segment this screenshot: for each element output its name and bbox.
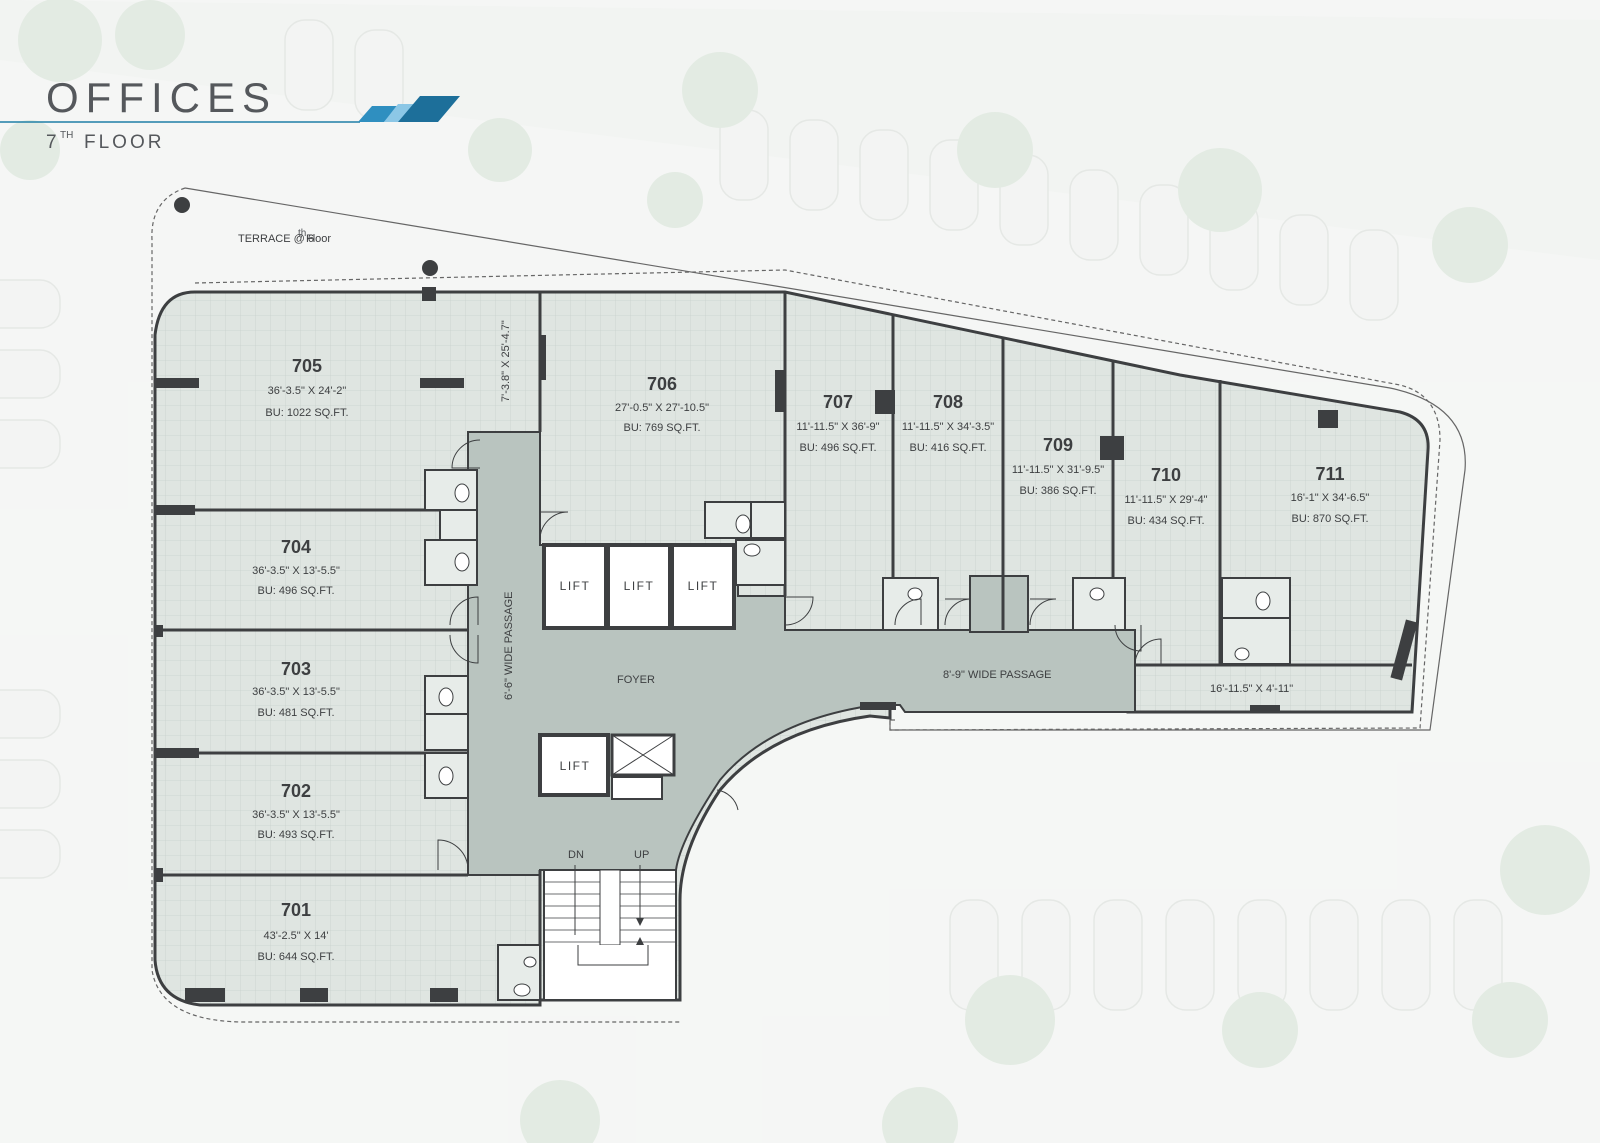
- lift-label-3: LIFT: [688, 579, 719, 593]
- unit-number: 701: [281, 900, 311, 920]
- unit-dimensions: 16'-1" X 34'-6.5": [1291, 492, 1370, 504]
- foyer-label: FOYER: [617, 674, 655, 686]
- unit-area: BU: 496 SQ.FT.: [799, 442, 876, 454]
- unit-area: BU: 496 SQ.FT.: [257, 585, 334, 597]
- staircase: [543, 865, 677, 1001]
- unit-number: 709: [1043, 435, 1073, 455]
- terrace-label: TERRACE @ 6 th Floor: [238, 228, 331, 245]
- unit-710[interactable]: 710 11'-11.5" X 29'-4" BU: 434 SQ.FT.: [1124, 465, 1207, 527]
- title-block: OFFICES 7 TH FLOOR: [0, 74, 460, 153]
- svg-text:th: th: [298, 228, 306, 239]
- vertical-dimension-label: 7'-3.8" X 25'-4.7": [500, 320, 512, 402]
- vertical-passage-label: 6'-6" WIDE PASSAGE: [503, 592, 515, 701]
- unit-area: BU: 481 SQ.FT.: [257, 707, 334, 719]
- floor-suffix: TH: [60, 130, 73, 141]
- unit-area: BU: 434 SQ.FT.: [1127, 515, 1204, 527]
- columns: [155, 287, 1418, 1002]
- horizontal-passage-label: 8'-9" WIDE PASSAGE: [943, 669, 1052, 681]
- stair-up-label: UP: [634, 849, 649, 861]
- title-accent-logo: [358, 96, 460, 122]
- unit-area: BU: 644 SQ.FT.: [257, 951, 334, 963]
- unit-706[interactable]: 706 27'-0.5" X 27'-10.5" BU: 769 SQ.FT.: [615, 374, 709, 434]
- unit-dimensions: 36'-3.5" X 24'-2": [268, 385, 347, 397]
- unit-704[interactable]: 704 36'-3.5" X 13'-5.5" BU: 496 SQ.FT.: [252, 537, 340, 597]
- unit-708[interactable]: 708 11'-11.5" X 34'-3.5" BU: 416 SQ.FT.: [902, 392, 994, 454]
- unit-number: 708: [933, 392, 963, 412]
- unit-number: 703: [281, 659, 311, 679]
- unit-dimensions: 36'-3.5" X 13'-5.5": [252, 809, 340, 821]
- unit-number: 711: [1315, 464, 1344, 484]
- unit-area: BU: 1022 SQ.FT.: [265, 407, 348, 419]
- fixtures: [438, 483, 1271, 997]
- lift-label-1: LIFT: [560, 579, 591, 593]
- unit-dimensions: 36'-3.5" X 13'-5.5": [252, 565, 340, 577]
- lift-label-2: LIFT: [624, 579, 655, 593]
- unit-703[interactable]: 703 36'-3.5" X 13'-5.5" BU: 481 SQ.FT.: [252, 659, 340, 719]
- unit-707[interactable]: 707 11'-11.5" X 36'-9" BU: 496 SQ.FT.: [796, 392, 879, 454]
- extra-room-dimension: 16'-11.5" X 4'-11": [1210, 683, 1293, 695]
- unit-705[interactable]: 705 36'-3.5" X 24'-2" BU: 1022 SQ.FT.: [265, 356, 348, 419]
- unit-area: BU: 416 SQ.FT.: [909, 442, 986, 454]
- unit-711[interactable]: 711 16'-1" X 34'-6.5" BU: 870 SQ.FT.: [1291, 464, 1370, 525]
- terrace-outline: [151, 187, 1466, 1023]
- unit-number: 707: [823, 392, 853, 412]
- unit-number: 704: [281, 537, 311, 557]
- unit-area: BU: 870 SQ.FT.: [1291, 513, 1368, 525]
- unit-dimensions: 11'-11.5" X 36'-9": [796, 421, 879, 433]
- unit-area: BU: 386 SQ.FT.: [1019, 485, 1096, 497]
- svg-text:Floor: Floor: [306, 233, 331, 245]
- unit-area: BU: 769 SQ.FT.: [623, 422, 700, 434]
- unit-dimensions: 43'-2.5" X 14': [264, 930, 329, 942]
- unit-number: 705: [292, 356, 322, 376]
- stair-down-label: DN: [568, 849, 584, 861]
- unit-709[interactable]: 709 11'-11.5" X 31'-9.5" BU: 386 SQ.FT.: [1012, 435, 1104, 497]
- unit-area: BU: 493 SQ.FT.: [257, 829, 334, 841]
- doors: [437, 439, 1162, 871]
- floor-number: 7: [46, 132, 60, 153]
- unit-number: 706: [647, 374, 677, 394]
- unit-dimensions: 27'-0.5" X 27'-10.5": [615, 402, 709, 414]
- lift-label-4: LIFT: [560, 759, 591, 773]
- svg-text:TERRACE @ 6: TERRACE @ 6: [238, 233, 314, 245]
- lift-labels: LIFT LIFT LIFT LIFT: [560, 579, 719, 773]
- unit-dimensions: 11'-11.5" X 29'-4": [1124, 494, 1207, 506]
- lift-cores: [538, 543, 736, 800]
- floor-word: FLOOR: [84, 132, 164, 153]
- unit-number: 702: [281, 781, 311, 801]
- unit-dimensions: 36'-3.5" X 13'-5.5": [252, 686, 340, 698]
- unit-702[interactable]: 702 36'-3.5" X 13'-5.5" BU: 493 SQ.FT.: [252, 781, 340, 841]
- page-title: OFFICES: [46, 74, 277, 121]
- unit-701[interactable]: 701 43'-2.5" X 14' BU: 644 SQ.FT.: [257, 900, 334, 963]
- unit-number: 710: [1151, 465, 1181, 485]
- unit-dimensions: 11'-11.5" X 34'-3.5": [902, 421, 994, 433]
- unit-dimensions: 11'-11.5" X 31'-9.5": [1012, 464, 1104, 476]
